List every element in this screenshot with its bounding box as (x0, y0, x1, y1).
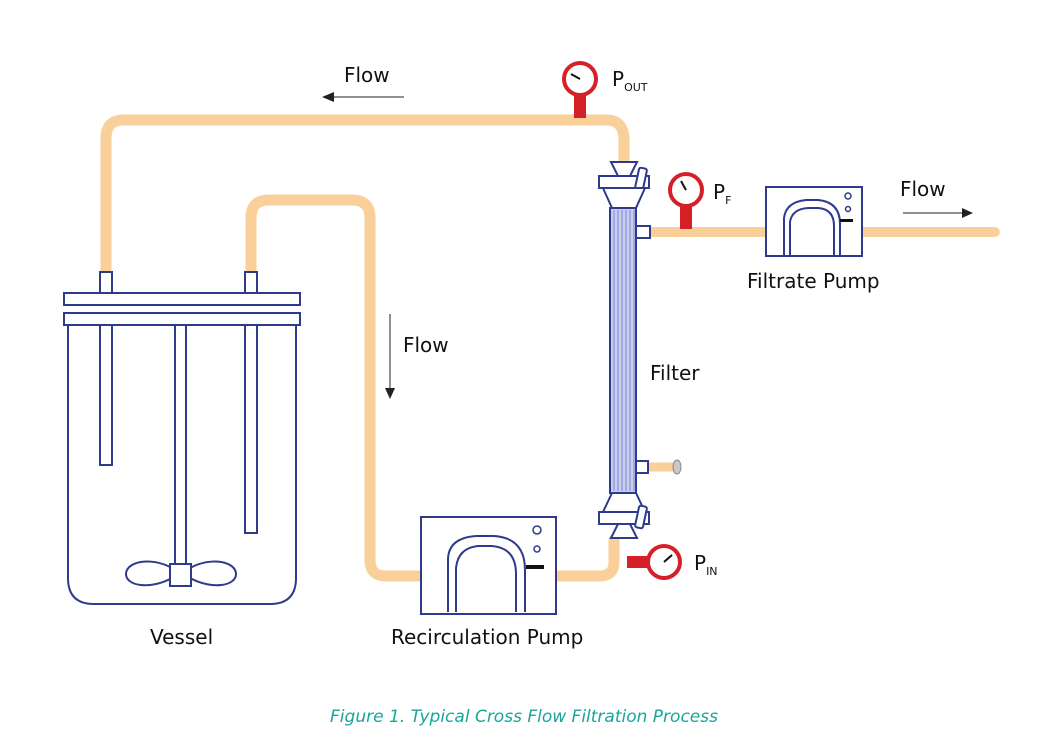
pump-to-filter-tube (519, 534, 620, 582)
vessel-label: Vessel (150, 625, 213, 649)
filtrate-pump-head (783, 199, 841, 255)
impeller-blade-left (124, 560, 173, 587)
filtrate-pump-switch (840, 219, 853, 222)
gauge-filtrate-needle (680, 180, 687, 191)
gauge-filtrate-label-sub: F (725, 194, 731, 207)
dip-tube-right (244, 324, 258, 534)
gauge-filtrate-label-main: P (713, 180, 725, 204)
gauge-out-needle (570, 73, 581, 80)
filter-label: Filter (650, 361, 700, 385)
filter-side-port (635, 460, 649, 474)
filter-bottom-clamp-handle (634, 504, 648, 530)
recirculation-pump-head (447, 535, 526, 612)
flow-right-arrowhead (962, 208, 973, 218)
flow-down-label: Flow (403, 333, 449, 357)
recirculation-pump (420, 516, 557, 615)
flow-top-arrowhead (322, 92, 334, 102)
flow-down-arrowhead (385, 388, 395, 399)
flow-right-label: Flow (900, 177, 946, 201)
filtrate-pump-label: Filtrate Pump (747, 269, 880, 293)
filtrate-pump-indicator-2 (844, 205, 852, 213)
gauge-out-label-sub: OUT (624, 81, 648, 94)
recirculation-pump-switch (526, 565, 544, 569)
filtrate-pump (765, 186, 863, 257)
gauge-in-label: PIN (694, 551, 718, 578)
filter-top-neck (601, 187, 647, 209)
filter-top-cone (609, 161, 639, 177)
filter-fibers (613, 210, 635, 491)
gauge-filtrate-stem (680, 205, 692, 229)
filtrate-pump-rotor (789, 207, 835, 255)
gauge-out-label: POUT (612, 67, 648, 94)
vessel-port-right (244, 271, 258, 294)
vessel-lid-bottom (63, 312, 301, 326)
vessel-lid-top (63, 292, 301, 306)
flow-top-label: Flow (344, 63, 390, 87)
return-tube (100, 114, 630, 278)
gauge-in-label-main: P (694, 551, 706, 575)
impeller-hub (169, 563, 192, 587)
recirculation-pump-label: Recirculation Pump (391, 625, 583, 649)
vessel-body (67, 326, 297, 605)
gauge-in-stem (627, 556, 649, 568)
tubing (100, 114, 1000, 582)
impeller-shaft (174, 324, 187, 576)
gauge-filtrate-label: PF (713, 180, 731, 207)
gauge-filtrate (668, 172, 704, 229)
gauge-out-label-main: P (612, 67, 624, 91)
gauge-in (627, 544, 682, 580)
filter-bottom-cone (609, 523, 639, 539)
figure-caption: Figure 1. Typical Cross Flow Filtration … (330, 707, 718, 727)
gauge-out (562, 61, 598, 118)
gauge-in-label-sub: IN (706, 565, 717, 578)
side-port-cap (672, 459, 682, 475)
gauge-out-stem (574, 96, 586, 118)
filter (598, 161, 651, 539)
filter-permeate-port (635, 225, 651, 239)
recirculation-pump-indicator-1 (532, 525, 542, 535)
gauge-in-needle (663, 554, 673, 563)
recirculation-pump-rotor (455, 545, 517, 612)
vessel-port-left (99, 271, 113, 294)
feed-tube (245, 194, 456, 582)
dip-tube-left (99, 324, 113, 466)
recirculation-pump-indicator-2 (533, 545, 541, 553)
filtrate-pump-indicator-1 (844, 192, 852, 200)
flow-arrows (322, 92, 973, 399)
vessel (63, 271, 301, 605)
impeller-blade-right (189, 560, 238, 587)
